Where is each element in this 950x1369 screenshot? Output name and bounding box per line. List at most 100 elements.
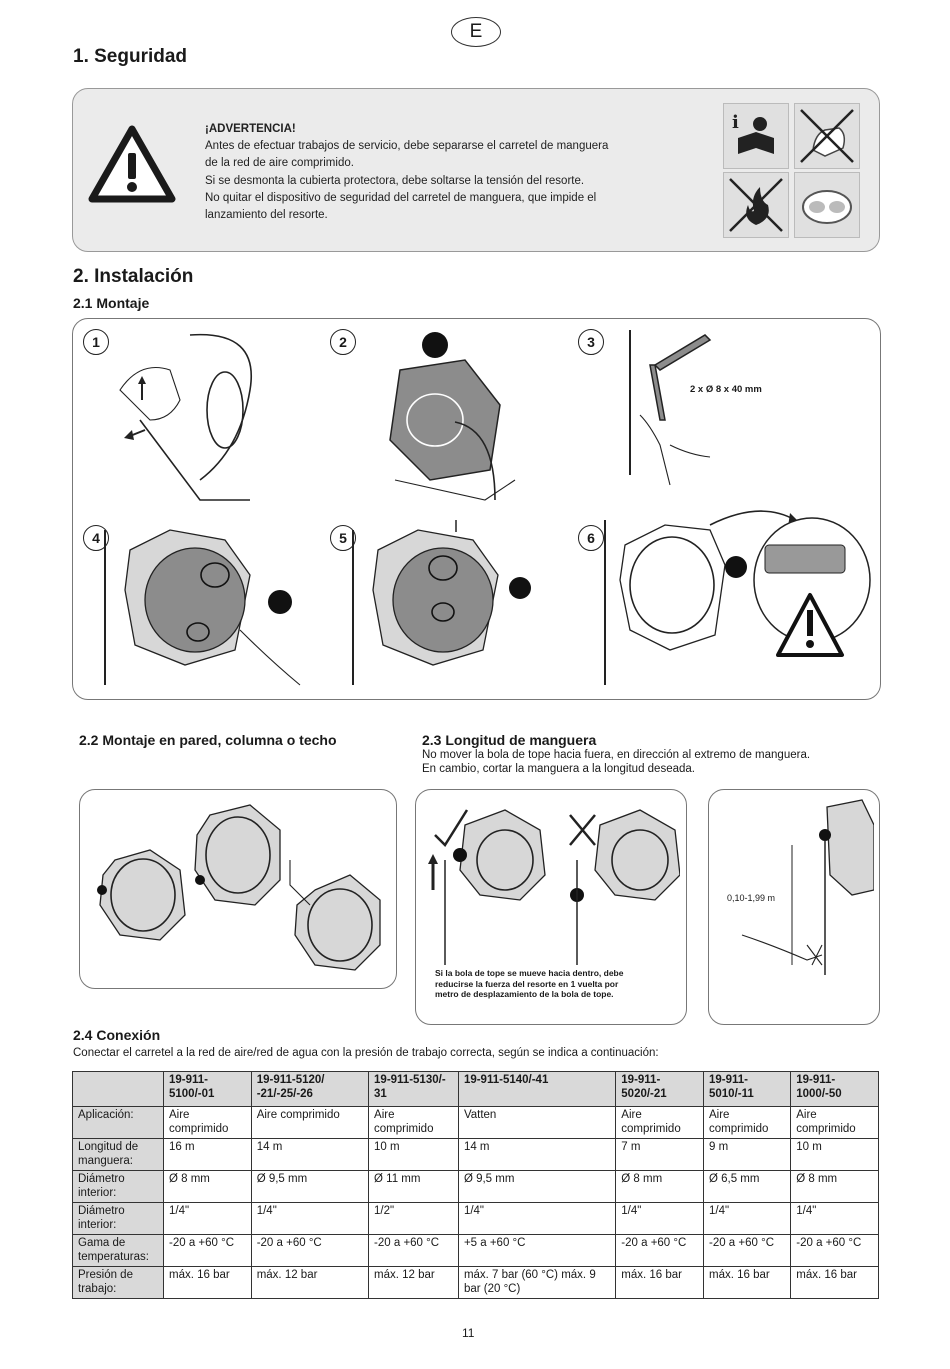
table-cell: Ø 9,5 mm bbox=[457, 1170, 617, 1203]
table-cell: 1/4" bbox=[702, 1202, 792, 1235]
step-5-illustration bbox=[352, 520, 531, 685]
warning-line: lanzamiento del resorte. bbox=[205, 209, 328, 222]
no-fire-icon bbox=[723, 172, 789, 238]
table-cell: Ø 8 mm bbox=[615, 1170, 704, 1203]
svg-text:i: i bbox=[732, 112, 739, 133]
stop-ball-note: Si la bola de tope se mueve hacia dentro… bbox=[435, 968, 623, 1000]
warning-triangle-icon bbox=[88, 125, 176, 203]
step-number: 3 bbox=[578, 329, 604, 355]
stop-ball-note-line: Si la bola de tope se mueve hacia dentro… bbox=[435, 968, 624, 978]
table-cell: 1/4" bbox=[250, 1202, 370, 1235]
connection-text: Conectar el carretel a la red de aire/re… bbox=[73, 1047, 659, 1059]
table-cell: +5 a +60 °C bbox=[457, 1234, 617, 1267]
wall-mount-illustration bbox=[97, 804, 381, 971]
table-cell: -20 a +60 °C bbox=[702, 1234, 792, 1267]
section-title-safety: 1. Seguridad bbox=[73, 46, 188, 67]
step-3-illustration bbox=[629, 330, 712, 486]
table-cell: máx. 16 bar bbox=[790, 1266, 879, 1299]
table-row-label: Aplicación: bbox=[72, 1106, 164, 1139]
table-cell: Aire comprimido bbox=[368, 1106, 459, 1139]
table-row-label: Diámetro interior: bbox=[72, 1170, 164, 1203]
warning-text: ¡ADVERTENCIA! Antes de efectuar trabajos… bbox=[205, 121, 705, 224]
table-column-header: 19-911-5100/-01 bbox=[163, 1071, 252, 1107]
hose-length-line: En cambio, cortar la manguera a la longi… bbox=[422, 763, 695, 775]
table-row-label: Diámetro interior: bbox=[72, 1202, 164, 1235]
step-number: 6 bbox=[578, 525, 604, 551]
table-corner-cell bbox=[72, 1071, 164, 1107]
table-row: Longitud de manguera: 16 m 14 m 10 m 14 … bbox=[72, 1138, 879, 1171]
table-cell: Ø 8 mm bbox=[790, 1170, 879, 1203]
section-title-installation: 2. Instalación bbox=[73, 266, 194, 287]
table-cell: 1/4" bbox=[163, 1202, 252, 1235]
table-cell: máx. 12 bar bbox=[368, 1266, 459, 1299]
table-row-label: Longitud de manguera: bbox=[72, 1138, 164, 1171]
table-cell: 1/4" bbox=[790, 1202, 879, 1235]
table-cell: Aire comprimido bbox=[702, 1106, 792, 1139]
table-row: Gama de temperaturas: -20 a +60 °C -20 a… bbox=[72, 1234, 879, 1267]
table-header-row: 19-911-5100/-01 19-911-5120/ -21/-25/-26… bbox=[72, 1071, 879, 1107]
table-cell: Ø 9,5 mm bbox=[250, 1170, 370, 1203]
step-3-dimension-label: 2 x Ø 8 x 40 mm bbox=[690, 384, 762, 395]
warning-line: No quitar el dispositivo de seguridad de… bbox=[205, 191, 597, 204]
table-column-header: 19-911-5130/- 31 bbox=[368, 1071, 459, 1107]
table-cell: -20 a +60 °C bbox=[790, 1234, 879, 1267]
step-4-illustration bbox=[104, 529, 301, 686]
language-badge: E bbox=[451, 17, 501, 47]
hose-cut-illustration bbox=[741, 799, 874, 975]
warning-line: Antes de efectuar trabajos de servicio, … bbox=[205, 140, 609, 153]
table-row-label: Gama de temperaturas: bbox=[72, 1234, 164, 1267]
page-number: 11 bbox=[462, 1326, 475, 1340]
table-cell: -20 a +60 °C bbox=[163, 1234, 252, 1267]
table-cell: Aire comprimido bbox=[790, 1106, 879, 1139]
table-cell: máx. 12 bar bbox=[250, 1266, 370, 1299]
step-1-illustration bbox=[119, 333, 252, 501]
table-cell: 9 m bbox=[702, 1138, 792, 1171]
table-cell: Ø 6,5 mm bbox=[702, 1170, 792, 1203]
step-6-illustration bbox=[604, 510, 871, 685]
table-row: Diámetro interior: 1/4" 1/4" 1/2" 1/4" 1… bbox=[72, 1202, 879, 1235]
warning-title: ¡ADVERTENCIA! bbox=[205, 123, 296, 135]
table-column-header: 19-911-5140/-41 bbox=[457, 1071, 617, 1107]
table-cell: -20 a +60 °C bbox=[250, 1234, 370, 1267]
step-number: 1 bbox=[83, 329, 109, 355]
table-cell: Ø 8 mm bbox=[163, 1170, 252, 1203]
hose-length-illustration bbox=[428, 809, 680, 965]
table-cell: máx. 16 bar bbox=[615, 1266, 704, 1299]
table-cell: máx. 16 bar bbox=[702, 1266, 792, 1299]
table-cell: 10 m bbox=[368, 1138, 459, 1171]
hose-length-line: No mover la bola de tope hacia fuera, en… bbox=[422, 749, 811, 761]
step-number: 2 bbox=[330, 329, 356, 355]
table-cell: 1/2" bbox=[368, 1202, 459, 1235]
table-cell: Aire comprimido bbox=[163, 1106, 252, 1139]
wear-goggles-icon bbox=[794, 172, 860, 238]
step-number: 5 bbox=[330, 525, 356, 551]
hose-length-instructions: No mover la bola de tope hacia fuera, en… bbox=[422, 748, 810, 776]
stop-ball-note-line: metro de desplazamiento de la bola de to… bbox=[435, 989, 614, 999]
no-bare-hand-icon bbox=[794, 103, 860, 169]
step-2-illustration bbox=[389, 332, 516, 501]
table-cell: máx. 16 bar bbox=[163, 1266, 252, 1299]
table-column-header: 19-911-5020/-21 bbox=[615, 1071, 704, 1107]
subsection-title-hose-length: 2.3 Longitud de manguera bbox=[422, 732, 597, 748]
table-row: Presión de trabajo: máx. 16 bar máx. 12 … bbox=[72, 1266, 879, 1299]
table-cell: Aire comprimido bbox=[615, 1106, 704, 1139]
table-cell: 14 m bbox=[250, 1138, 370, 1171]
subsection-title-mounting: 2.1 Montaje bbox=[73, 295, 150, 311]
table-column-header: 19-911-5010/-11 bbox=[702, 1071, 792, 1107]
warning-line: de la red de aire comprimido. bbox=[205, 157, 354, 170]
table-cell: 7 m bbox=[615, 1138, 704, 1171]
length-dimension-label: 0,10-1,99 m bbox=[727, 893, 776, 903]
warning-line: Si se desmonta la cubierta protectora, d… bbox=[205, 174, 585, 187]
specification-table: 19-911-5100/-01 19-911-5120/ -21/-25/-26… bbox=[72, 1071, 879, 1299]
table-cell: 16 m bbox=[163, 1138, 252, 1171]
stop-ball-note-line: reducirse la fuerza del resorte en 1 vue… bbox=[435, 978, 619, 989]
table-cell: -20 a +60 °C bbox=[615, 1234, 704, 1267]
table-row: Diámetro interior: Ø 8 mm Ø 9,5 mm Ø 11 … bbox=[72, 1170, 879, 1203]
table-cell: 10 m bbox=[790, 1138, 879, 1171]
table-cell: -20 a +60 °C bbox=[368, 1234, 459, 1267]
table-cell: Vatten bbox=[457, 1106, 617, 1139]
read-manual-icon: i bbox=[723, 103, 789, 169]
subsection-title-wall-mount: 2.2 Montaje en pared, columna o techo bbox=[79, 732, 337, 748]
table-cell: 1/4" bbox=[457, 1202, 617, 1235]
subsection-title-connection: 2.4 Conexión bbox=[73, 1027, 161, 1043]
